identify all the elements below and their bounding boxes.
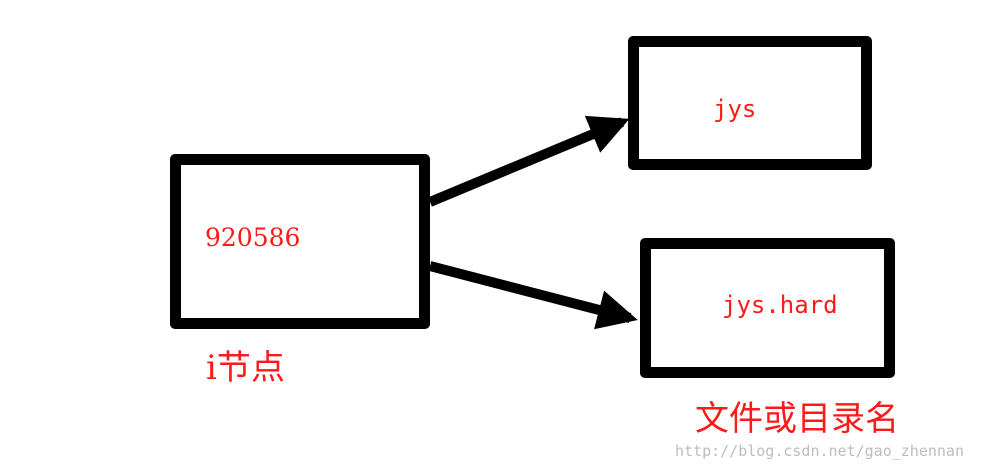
file-name-jys: jys <box>713 95 757 123</box>
inode-box <box>170 154 430 329</box>
arrow-to-jys-hard <box>428 261 638 330</box>
file-box-jys <box>628 36 872 170</box>
watermark: http://blog.csdn.net/gao_zhennan <box>675 442 964 460</box>
inode-number: 920586 <box>205 223 301 252</box>
arrow-to-jys <box>428 115 630 207</box>
file-box-jys-hard <box>640 238 895 378</box>
inode-caption: i节点 <box>206 348 285 388</box>
file-name-jys-hard: jys.hard <box>722 291 838 319</box>
files-caption: 文件或目录名 <box>695 399 899 439</box>
